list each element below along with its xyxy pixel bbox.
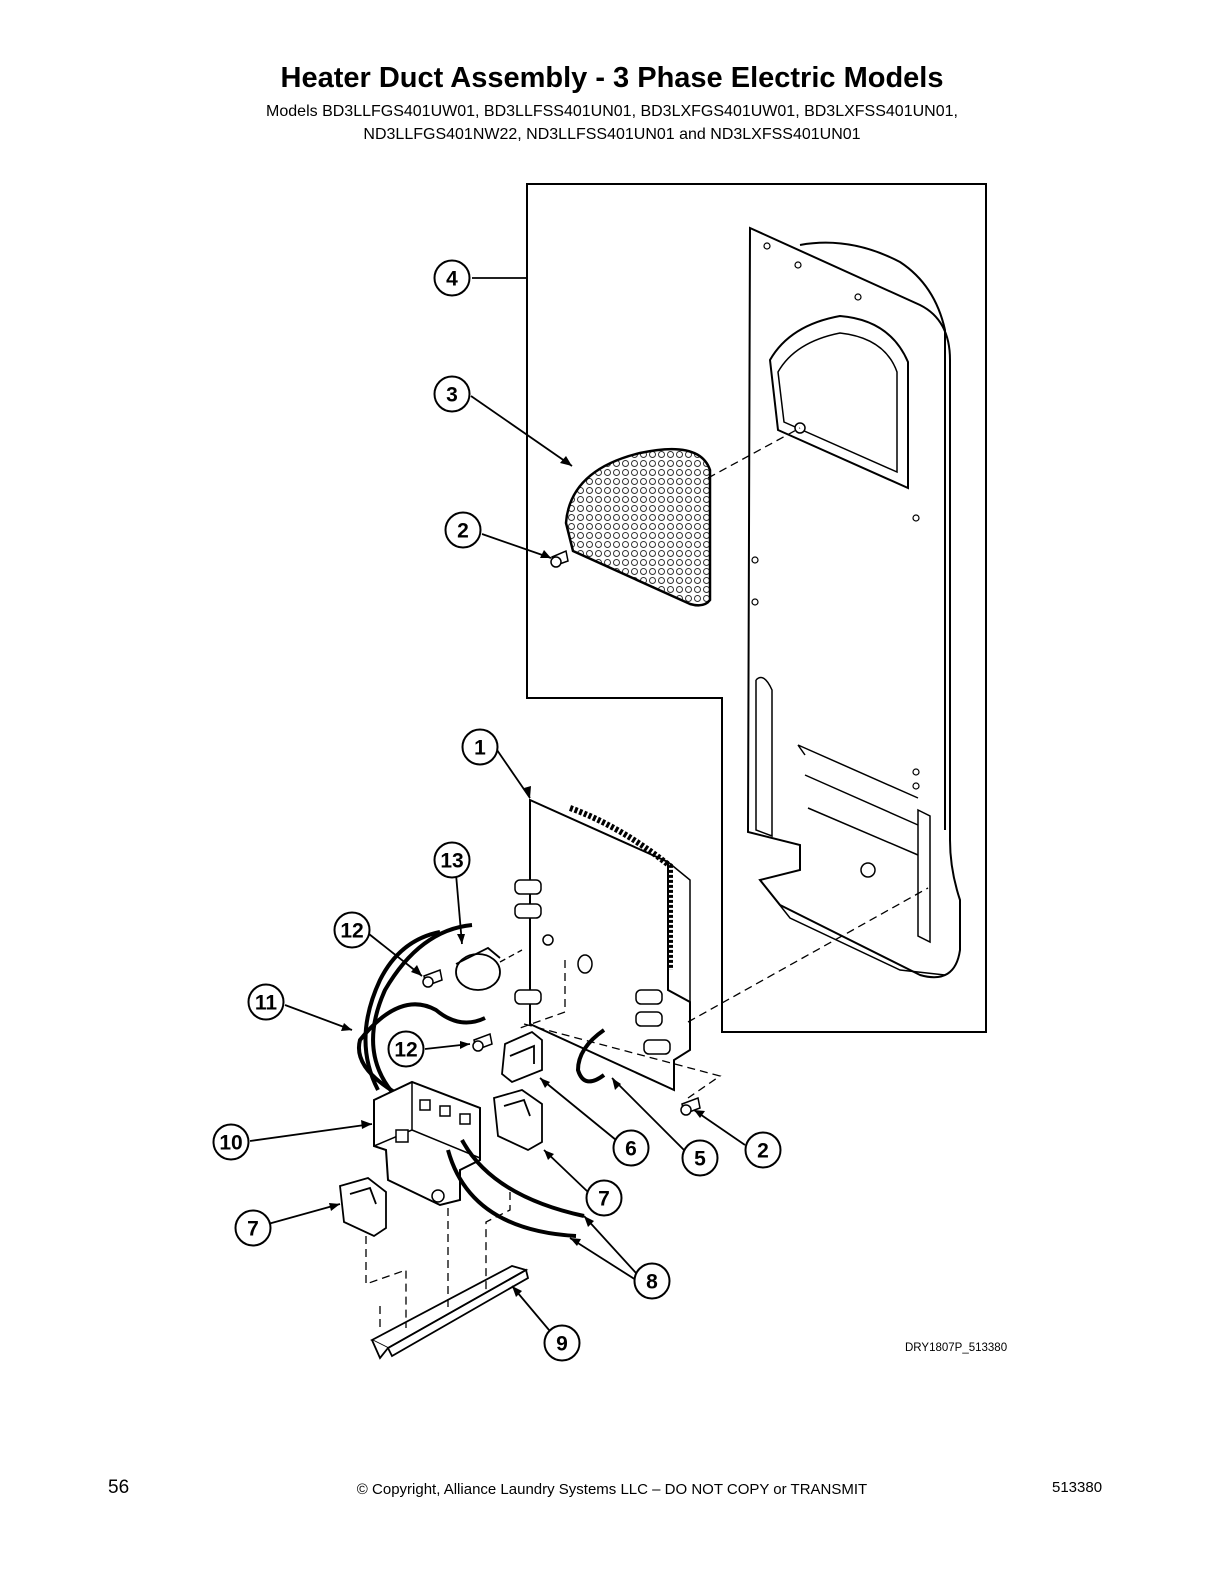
leader-lines	[249, 277, 746, 1331]
callout-10: 10	[212, 1123, 250, 1161]
drawing-code: DRY1807P_513380	[905, 1342, 1008, 1354]
svg-text:7: 7	[247, 1218, 259, 1241]
svg-text:11: 11	[255, 992, 278, 1015]
callout-8: 8	[633, 1262, 671, 1300]
svg-text:5: 5	[694, 1148, 706, 1171]
contactor-part	[373, 1080, 481, 1207]
wire-harness-part	[357, 923, 486, 1100]
callout-13: 13	[433, 841, 471, 879]
callout-11: 11	[247, 983, 285, 1021]
mounting-bracket-part	[370, 1265, 530, 1360]
svg-text:6: 6	[625, 1138, 637, 1161]
svg-text:2: 2	[757, 1140, 769, 1163]
svg-text:13: 13	[440, 850, 463, 873]
svg-text:12: 12	[340, 920, 363, 943]
svg-text:4: 4	[446, 268, 458, 291]
svg-text:2: 2	[457, 520, 469, 543]
callout-7-left: 7	[234, 1209, 272, 1247]
callout-3: 3	[433, 375, 471, 413]
svg-text:7: 7	[598, 1188, 610, 1211]
callout-9: 9	[543, 1324, 581, 1362]
heater-duct-part	[746, 226, 961, 979]
svg-text:9: 9	[556, 1333, 568, 1356]
models-line-2: ND3LLFGS401NW22, ND3LLFSS401UN01 and ND3…	[363, 126, 861, 143]
callout-7-right: 7	[585, 1179, 623, 1217]
duct-assembly-outline	[526, 183, 987, 1033]
page-number: 56	[108, 1477, 130, 1498]
mesh-cover-part	[564, 447, 712, 607]
svg-text:1: 1	[474, 737, 486, 760]
svg-text:8: 8	[646, 1271, 658, 1294]
document-number: 513380	[1052, 1479, 1103, 1496]
callout-12-upper: 12	[333, 911, 371, 949]
svg-text:10: 10	[219, 1132, 242, 1155]
screw-part-12a	[422, 968, 443, 988]
callout-6: 6	[612, 1129, 650, 1167]
terminal-block-7b	[339, 1177, 387, 1238]
callout-2-lower: 2	[744, 1131, 782, 1169]
page-title: Heater Duct Assembly - 3 Phase Electric …	[280, 62, 944, 94]
heater-element-part	[514, 798, 691, 1092]
terminal-block-part	[501, 1030, 543, 1084]
callout-2-upper: 2	[444, 511, 482, 549]
terminal-block-7a	[493, 1089, 543, 1152]
callout-5: 5	[681, 1139, 719, 1177]
screw-part-lower	[680, 1096, 701, 1116]
screw-part-upper	[550, 549, 569, 568]
callout-1: 1	[461, 728, 499, 766]
callout-4: 4	[433, 259, 471, 297]
models-line-1: Models BD3LLFGS401UW01, BD3LLFSS401UN01,…	[266, 103, 958, 120]
svg-text:12: 12	[394, 1039, 417, 1062]
leader-arrowheads	[329, 456, 705, 1297]
copyright-notice: © Copyright, Alliance Laundry Systems LL…	[356, 1481, 868, 1498]
thermostat-part	[455, 946, 501, 991]
wire-part-8	[446, 1139, 585, 1238]
callout-12-lower: 12	[387, 1030, 425, 1068]
svg-text:3: 3	[446, 384, 458, 407]
screw-part-12b	[472, 1032, 493, 1052]
